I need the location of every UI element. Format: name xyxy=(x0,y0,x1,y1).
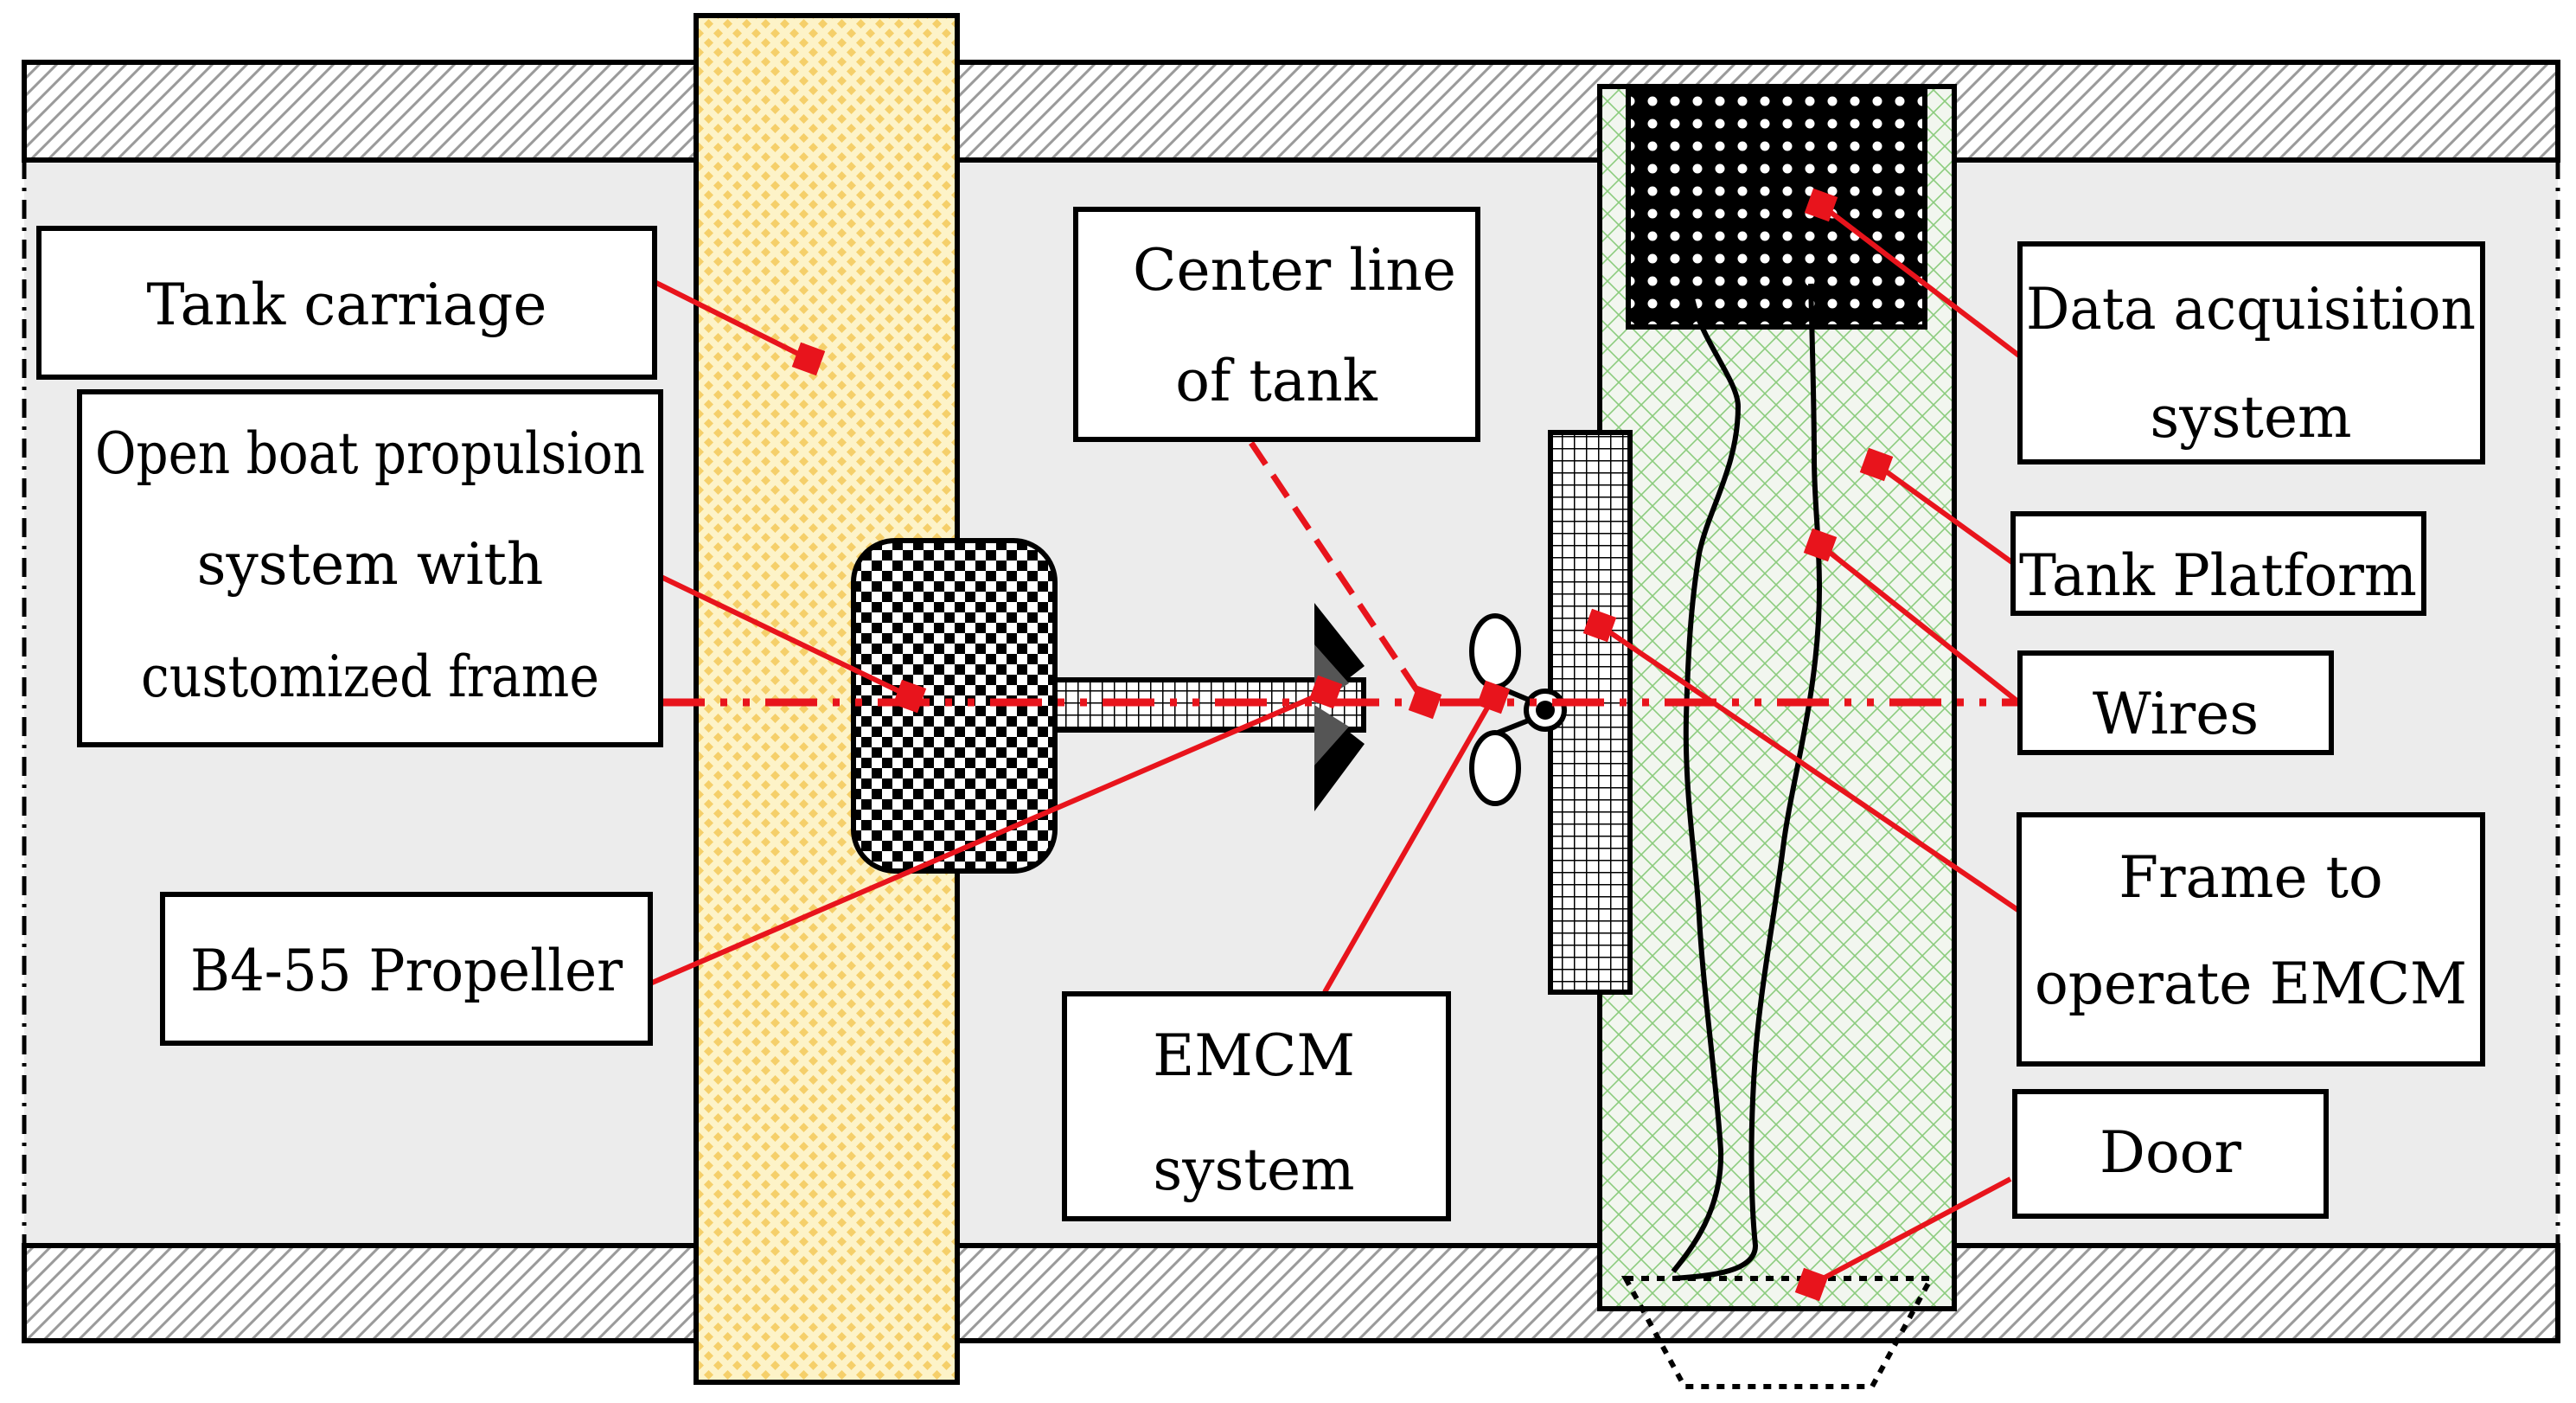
wire-right xyxy=(1672,283,1823,1281)
emcm-probe-upper-lobe xyxy=(1469,613,1521,689)
label-emcm-line2: system xyxy=(1153,1137,1354,1203)
label-wires: Wires xyxy=(2017,650,2334,755)
leader-frame xyxy=(1598,623,2021,913)
emcm-sensor-center xyxy=(1536,701,1555,720)
leader-open-boat xyxy=(647,568,911,699)
label-wires-text: Wires xyxy=(2093,681,2259,747)
tank-wall-bottom xyxy=(22,1243,2560,1343)
leader-lines xyxy=(647,202,2022,1287)
leader-emcm xyxy=(1322,695,1496,994)
leader-tank-carriage xyxy=(653,279,810,362)
label-data-acquisition: Data acquisition system xyxy=(2017,241,2485,464)
label-emcm: EMCM system xyxy=(1062,991,1451,1221)
label-emcm-line1: EMCM xyxy=(1153,1022,1355,1089)
label-center-line: Center line of tank xyxy=(1073,207,1480,442)
label-tank-carriage-text: Tank carriage xyxy=(147,272,547,338)
label-center-line-line2: of tank xyxy=(1175,348,1378,414)
label-open-boat-line1: Open boat propulsion xyxy=(95,420,645,487)
data-acquisition-block xyxy=(1626,84,1927,330)
leader-b4-propeller xyxy=(649,689,1327,986)
marker-door xyxy=(1794,1267,1829,1302)
marker-tank-carriage xyxy=(791,342,826,376)
propulsion-housing xyxy=(851,538,1058,874)
label-tank-carriage: Tank carriage xyxy=(36,226,657,380)
marker-open-boat xyxy=(892,679,927,714)
leader-wires xyxy=(1819,542,2022,706)
marker-tank-platform xyxy=(1859,447,1894,482)
label-door-text: Door xyxy=(2100,1119,2241,1186)
marker-b4-propeller xyxy=(1308,675,1343,709)
emcm-probe-lower-lobe xyxy=(1469,730,1521,806)
marker-center-line xyxy=(1408,685,1442,720)
label-b4-propeller: B4-55 Propeller xyxy=(160,892,653,1046)
marker-wires xyxy=(1803,528,1838,562)
marker-emcm xyxy=(1476,680,1511,714)
label-frame: Frame to operate EMCM xyxy=(2017,812,2485,1067)
label-center-line-line1: Center line xyxy=(1133,237,1456,304)
label-data-acquisition-line1: Data acquisition xyxy=(2026,276,2476,343)
leader-data-acquisition xyxy=(1819,202,2022,359)
label-open-boat-line2: system with xyxy=(197,531,544,598)
leader-center-line xyxy=(1249,441,1428,704)
tank-wall-top xyxy=(22,60,2560,163)
label-b4-propeller-text: B4-55 Propeller xyxy=(190,938,623,1004)
marker-frame xyxy=(1582,608,1617,643)
label-frame-line2: operate EMCM xyxy=(2035,951,2467,1017)
label-data-acquisition-line2: system xyxy=(2150,384,2351,451)
wire-left xyxy=(1671,298,1742,1273)
label-tank-platform: Tank Platform xyxy=(2010,511,2426,616)
b4-55-propeller-highlight xyxy=(1314,644,1349,766)
label-open-boat-line3: customized frame xyxy=(141,644,599,710)
label-door: Door xyxy=(2012,1089,2329,1219)
b4-55-propeller-shape xyxy=(1314,603,1365,811)
label-open-boat: Open boat propulsion system with customi… xyxy=(77,389,663,747)
label-tank-platform-text: Tank Platform xyxy=(2019,542,2417,609)
marker-data-acquisition xyxy=(1804,188,1838,222)
leader-markers xyxy=(791,188,1894,1302)
label-frame-line1: Frame to xyxy=(2119,844,2383,911)
door-outline xyxy=(1620,1276,1936,1389)
leader-door xyxy=(1810,1176,2012,1287)
leader-tank-platform xyxy=(1875,462,2015,566)
